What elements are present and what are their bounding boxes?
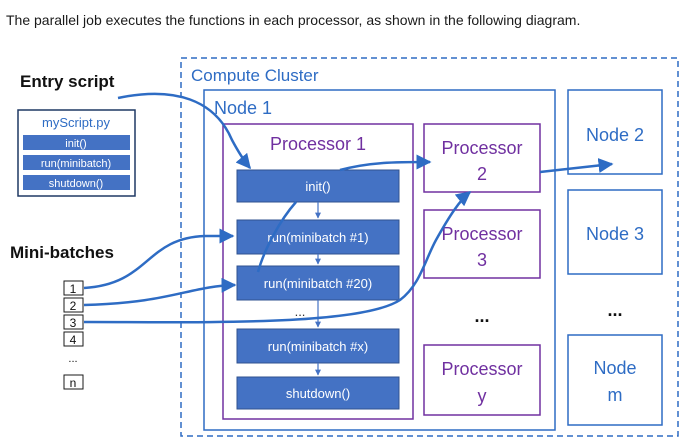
minibatch-4-to-node-2-arrow <box>539 158 614 174</box>
processor-3-line2: 3 <box>477 250 487 270</box>
step-run-minibatch-1-label: run(minibatch #1) <box>267 230 368 245</box>
mini-batch-ellipsis: ... <box>68 353 77 365</box>
step-shutdown-label: shutdown() <box>286 386 350 401</box>
mini-batch-1-label: 1 <box>70 282 77 296</box>
node-m-line1: Node <box>593 358 636 378</box>
node-3-line1: Node 3 <box>586 224 644 244</box>
entry-fn-run-box <box>23 155 130 170</box>
node-3-box <box>567 189 663 275</box>
mini-batch-3-label: 3 <box>70 316 77 330</box>
processor-y-line1: Processor <box>441 359 522 379</box>
mini-batches-title: Mini-batches <box>10 243 114 262</box>
processor-ellipsis: ... <box>474 306 489 326</box>
processor-1-box <box>222 123 414 420</box>
processor-y-line2: y <box>478 386 487 406</box>
compute-cluster-box <box>180 57 679 437</box>
processor-y-box <box>423 344 541 416</box>
node-ellipsis: ... <box>607 300 622 320</box>
diagram-caption: The parallel job executes the functions … <box>6 12 580 28</box>
mini-batch-n-box <box>63 374 84 390</box>
mini-batch-2-box <box>63 297 84 313</box>
entry-script-filename: myScript.py <box>42 115 110 130</box>
entry-fn-init-label: init() <box>65 138 86 150</box>
step-shutdown-box <box>236 376 400 410</box>
node-m-box <box>567 334 663 426</box>
node-1-label: Node 1 <box>214 98 272 118</box>
mini-batch-1-box <box>63 280 84 296</box>
node-2-box <box>567 89 663 175</box>
minibatch-2-to-processor-2-arrow <box>256 162 430 273</box>
minibatch-1-to-processor-1-arrow <box>83 228 235 290</box>
step-run-minibatch-1-box <box>236 219 400 255</box>
processor-2-line2: 2 <box>477 164 487 184</box>
step-run-minibatch-20-label: run(minibatch #20) <box>264 276 372 291</box>
node-1-box <box>203 89 556 431</box>
step-init-label: init() <box>305 179 330 194</box>
compute-cluster-label: Compute Cluster <box>191 66 319 85</box>
processor-1-label: Processor 1 <box>270 134 366 154</box>
mini-batch-4-label: 4 <box>70 333 77 347</box>
processor-2-line1: Processor <box>441 138 522 158</box>
mini-batch-4-box <box>63 331 84 347</box>
entry-fn-shutdown-label: shutdown() <box>49 178 103 190</box>
step-ellipsis: ... <box>295 304 306 319</box>
entry-fn-run-label: run(minibatch) <box>41 158 111 170</box>
node-2-line1: Node 2 <box>586 125 644 145</box>
entry-fn-shutdown-box <box>23 175 130 190</box>
mini-batch-n-label: n <box>70 376 77 390</box>
entry-script-title: Entry script <box>20 72 115 91</box>
entry-script-to-processor-arrow <box>117 92 251 170</box>
mini-batch-3-box <box>63 314 84 330</box>
step-run-minibatch-x-box <box>236 328 400 364</box>
entry-fn-init-box <box>23 135 130 150</box>
mini-batch-2-label: 2 <box>70 299 77 313</box>
node-m-line2: m <box>608 385 623 405</box>
minibatch-2-to-processor-1-arrow <box>83 277 237 307</box>
processor-3-line1: Processor <box>441 224 522 244</box>
minibatch-3-to-processor-3-arrow <box>83 191 472 324</box>
processor-3-box <box>423 209 541 279</box>
step-init-box <box>236 169 400 203</box>
step-run-minibatch-x-label: run(minibatch #x) <box>268 339 368 354</box>
